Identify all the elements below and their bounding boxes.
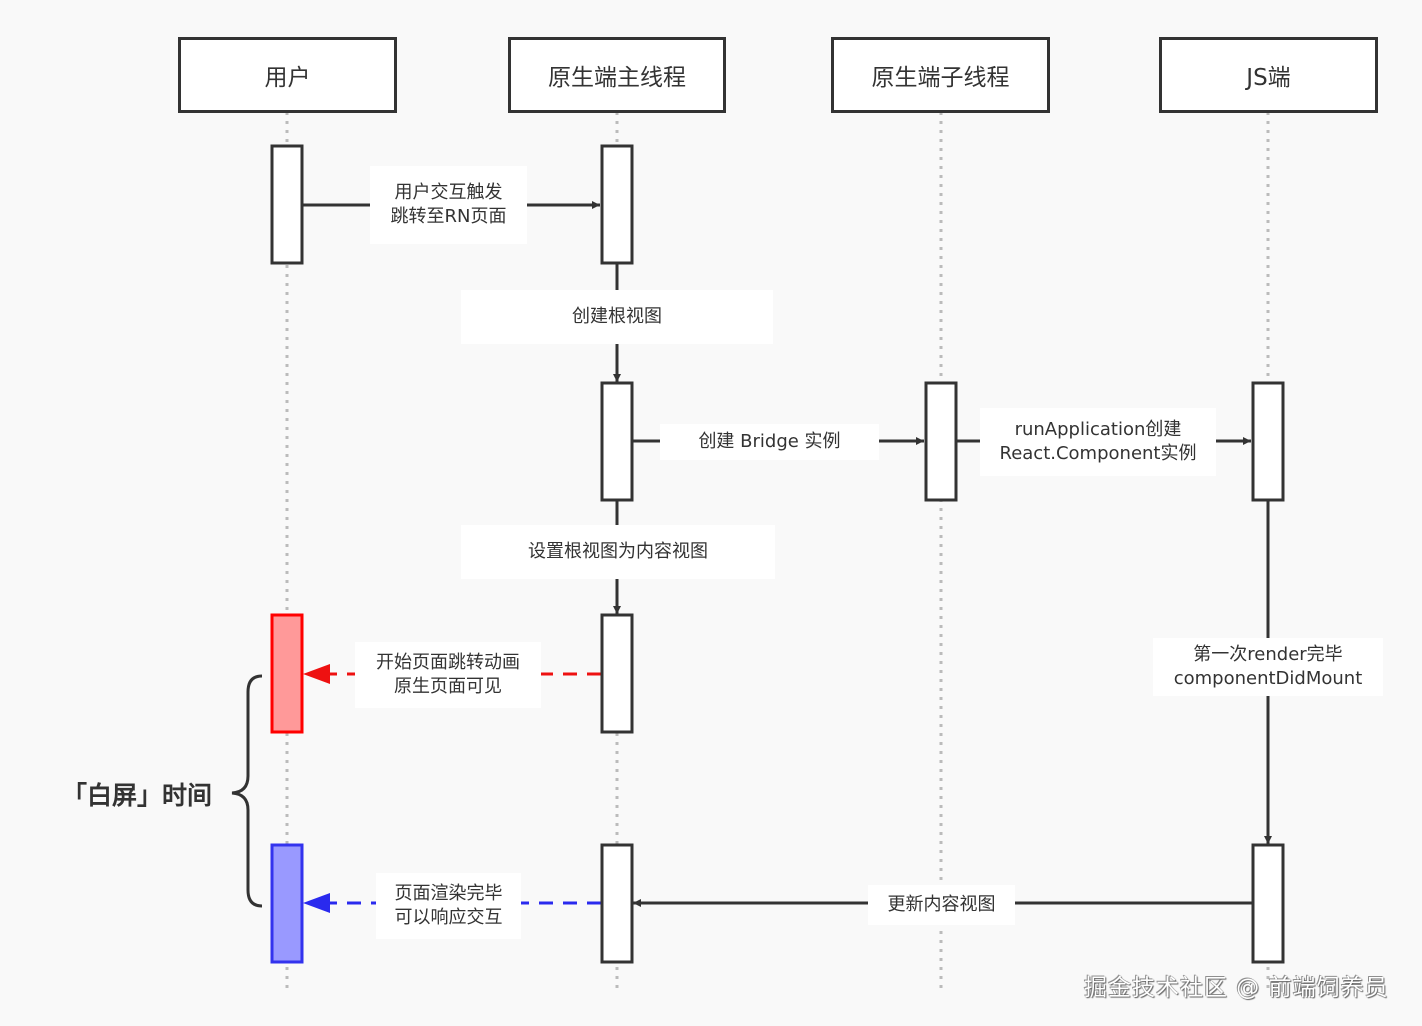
message-label-m8: 更新内容视图 bbox=[868, 885, 1015, 925]
label-line: 可以响应交互 bbox=[394, 907, 503, 928]
label-line: 更新内容视图 bbox=[887, 894, 996, 915]
message-label-m3: 创建 Bridge 实例 bbox=[660, 424, 879, 460]
activation-user-1 bbox=[270, 144, 304, 265]
activation-native-main-3 bbox=[600, 613, 634, 734]
activation-user-red bbox=[270, 613, 304, 734]
label-line: 创建根视图 bbox=[572, 306, 662, 327]
label-line: 设置根视图为内容视图 bbox=[528, 541, 708, 562]
actor-label: 用户 bbox=[264, 65, 311, 91]
actor-user: 用户 bbox=[178, 37, 397, 113]
actor-label: 原生端子线程 bbox=[871, 65, 1010, 91]
label-line: React.Component实例 bbox=[999, 443, 1197, 464]
watermark: 掘金技术社区 @ 前端饲养员 bbox=[1084, 975, 1389, 1001]
activation-native-main-2 bbox=[600, 381, 634, 502]
activation-js-2 bbox=[1251, 843, 1285, 964]
arrowhead-m6 bbox=[303, 664, 330, 684]
label-line: 原生页面可见 bbox=[394, 676, 502, 697]
arrowhead-m9 bbox=[303, 893, 330, 913]
label-line: runApplication创建 bbox=[1014, 419, 1182, 440]
message-label-m4: runApplication创建 React.Component实例 bbox=[980, 408, 1216, 476]
activation-user-blue bbox=[270, 843, 304, 964]
actor-label: JS端 bbox=[1246, 65, 1291, 91]
label-line: 创建 Bridge 实例 bbox=[698, 431, 841, 452]
message-label-m5: 设置根视图为内容视图 bbox=[461, 525, 775, 579]
actor-native-main: 原生端主线程 bbox=[508, 37, 726, 113]
label-line: componentDidMount bbox=[1173, 668, 1363, 689]
label-line: 开始页面跳转动画 bbox=[376, 652, 520, 673]
activation-native-main-4 bbox=[600, 843, 634, 964]
label-line: 跳转至RN页面 bbox=[390, 206, 507, 227]
message-label-m7: 第一次render完毕 componentDidMount bbox=[1153, 638, 1383, 696]
actor-js: JS端 bbox=[1159, 37, 1378, 113]
activation-native-sub-1 bbox=[924, 381, 958, 502]
actor-label: 原生端主线程 bbox=[548, 65, 686, 91]
label-line: 第一次render完毕 bbox=[1193, 644, 1343, 665]
message-label-m9: 页面渲染完毕 可以响应交互 bbox=[376, 873, 521, 939]
label-line: 用户交互触发 bbox=[394, 182, 503, 203]
activation-js-1 bbox=[1251, 381, 1285, 502]
label-line: 页面渲染完毕 bbox=[394, 883, 503, 904]
white-screen-time-label: 「白屏」时间 bbox=[62, 781, 213, 810]
curly-brace bbox=[231, 674, 263, 908]
actor-native-sub: 原生端子线程 bbox=[831, 37, 1050, 113]
message-label-m1: 用户交互触发 跳转至RN页面 bbox=[370, 166, 527, 244]
message-label-m2: 创建根视图 bbox=[461, 290, 773, 344]
activation-native-main-1 bbox=[600, 144, 634, 265]
message-label-m6: 开始页面跳转动画 原生页面可见 bbox=[355, 642, 541, 708]
